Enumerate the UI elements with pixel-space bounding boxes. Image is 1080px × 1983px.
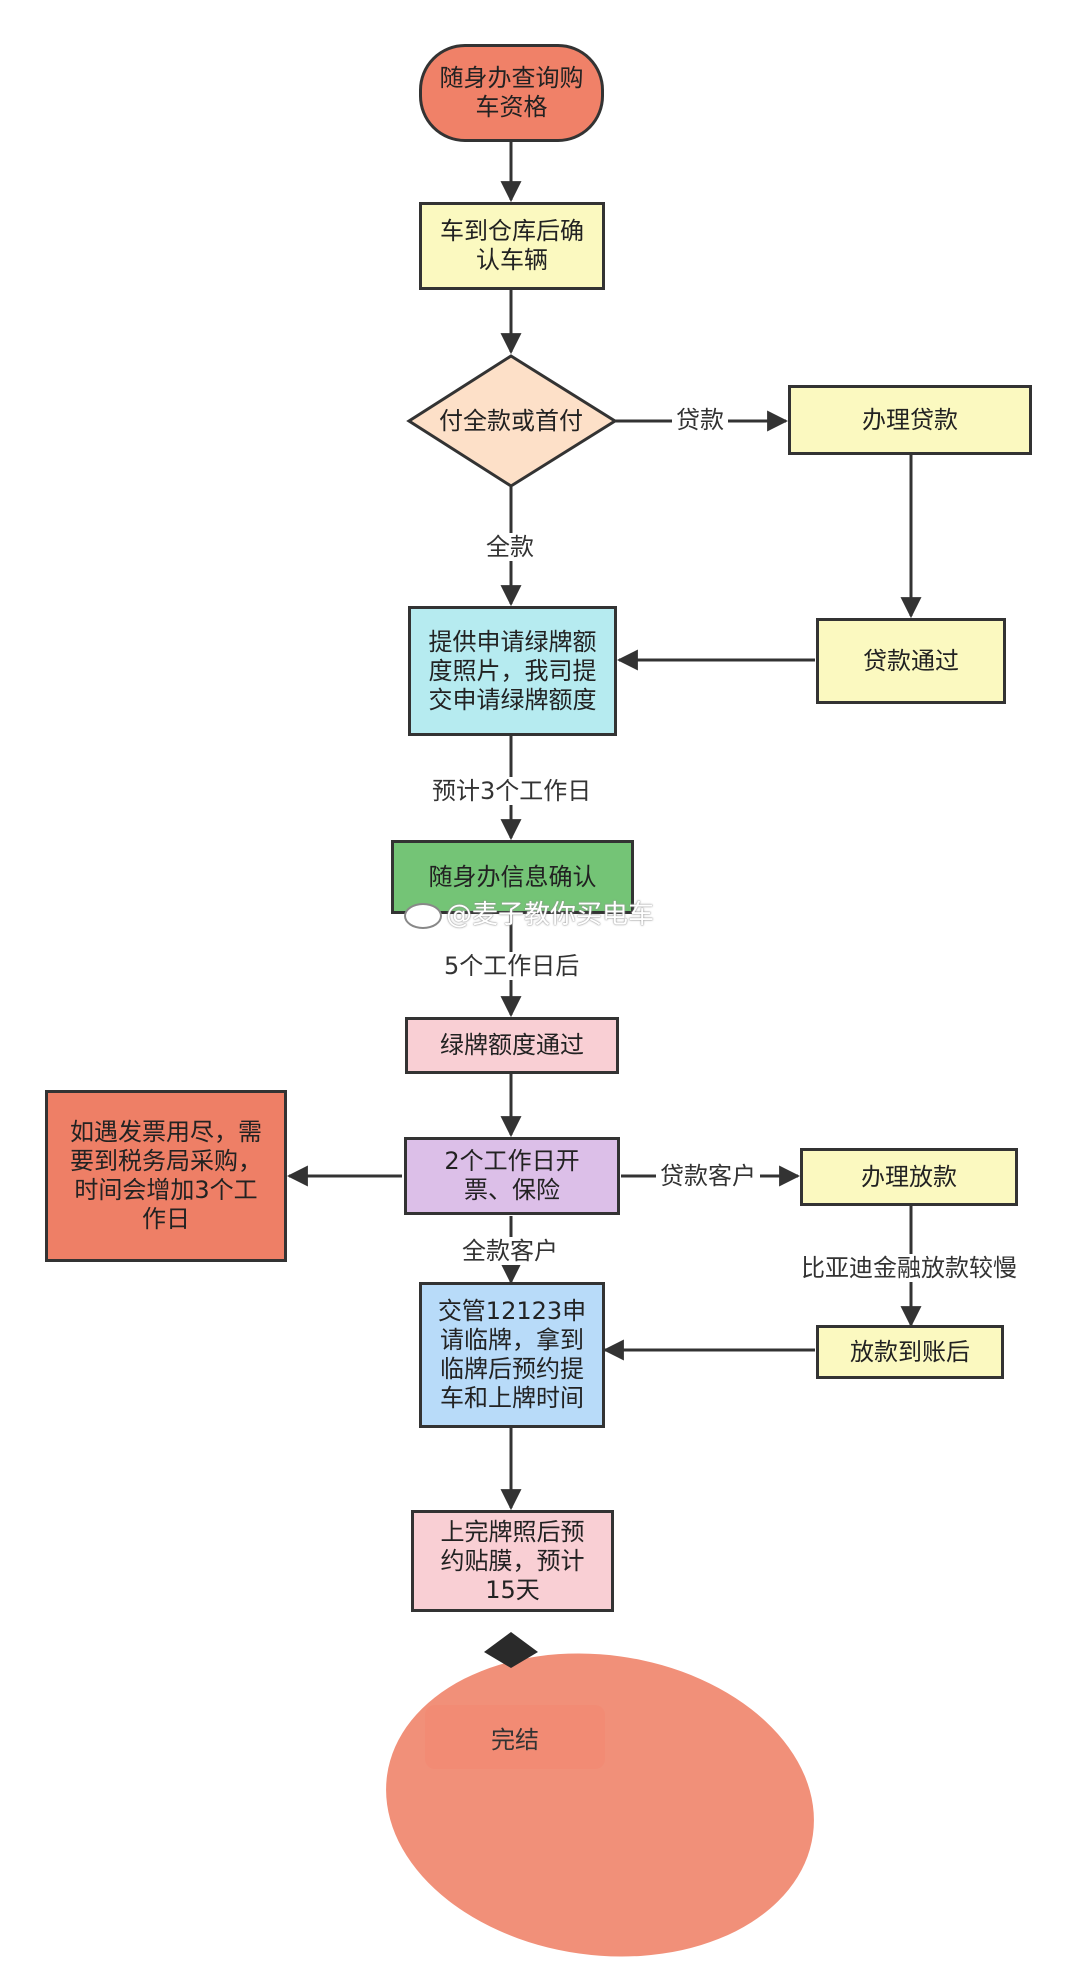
edge-label-loan: 贷款 [672,406,728,434]
quota-approved-node: 绿牌额度通过 [405,1017,619,1074]
apply-loan-node: 办理贷款 [788,385,1032,455]
decision-diamond [406,354,618,488]
loan-approved-node: 贷款通过 [816,618,1006,704]
edge-label-five-days: 5个工作日后 [440,952,584,980]
edge-label-byd-slow: 比亚迪金融放款较慢 [797,1254,1021,1282]
disbursement-node: 办理放款 [800,1148,1018,1206]
end-connector-diamond [484,1632,538,1668]
payment-decision-label: 付全款或首付 [439,406,583,435]
invoice-shortage-node: 如遇发票用尽，需 要到税务局采购， 时间会增加3个工 作日 [45,1090,287,1262]
edge-label-loan-customer: 贷款客户 [656,1162,760,1190]
edge-label-three-days: 预计3个工作日 [428,777,596,805]
weibo-logo-icon [404,902,442,929]
temp-plate-node: 交管12123申 请临牌，拿到 临牌后预约提 车和上牌时间 [419,1282,605,1428]
edge-label-full-payment: 全款 [482,533,538,561]
info-confirm-node: 随身办信息确认 [391,840,634,914]
end-node: 完结 [425,1705,605,1769]
watermark-text: @麦子教你买电车 [446,900,655,930]
flowchart: 随身办查询购 车资格 车到仓库后确 认车辆 付全款或首付 办理贷款 贷款通过 提… [45,44,1032,1983]
start-node: 随身办查询购 车资格 [419,44,604,142]
edge-label-full-customer: 全款客户 [458,1237,562,1265]
funds-arrived-node: 放款到账后 [816,1325,1004,1379]
film-node: 上完牌照后预 约贴膜，预计 15天 [411,1510,614,1612]
confirm-vehicle-node: 车到仓库后确 认车辆 [419,202,605,290]
submit-quota-node: 提供申请绿牌额 度照片，我司提 交申请绿牌额度 [408,606,617,736]
watermark: @麦子教你买电车 [404,894,654,931]
invoice-insurance-node: 2个工作日开 票、保险 [404,1137,620,1215]
